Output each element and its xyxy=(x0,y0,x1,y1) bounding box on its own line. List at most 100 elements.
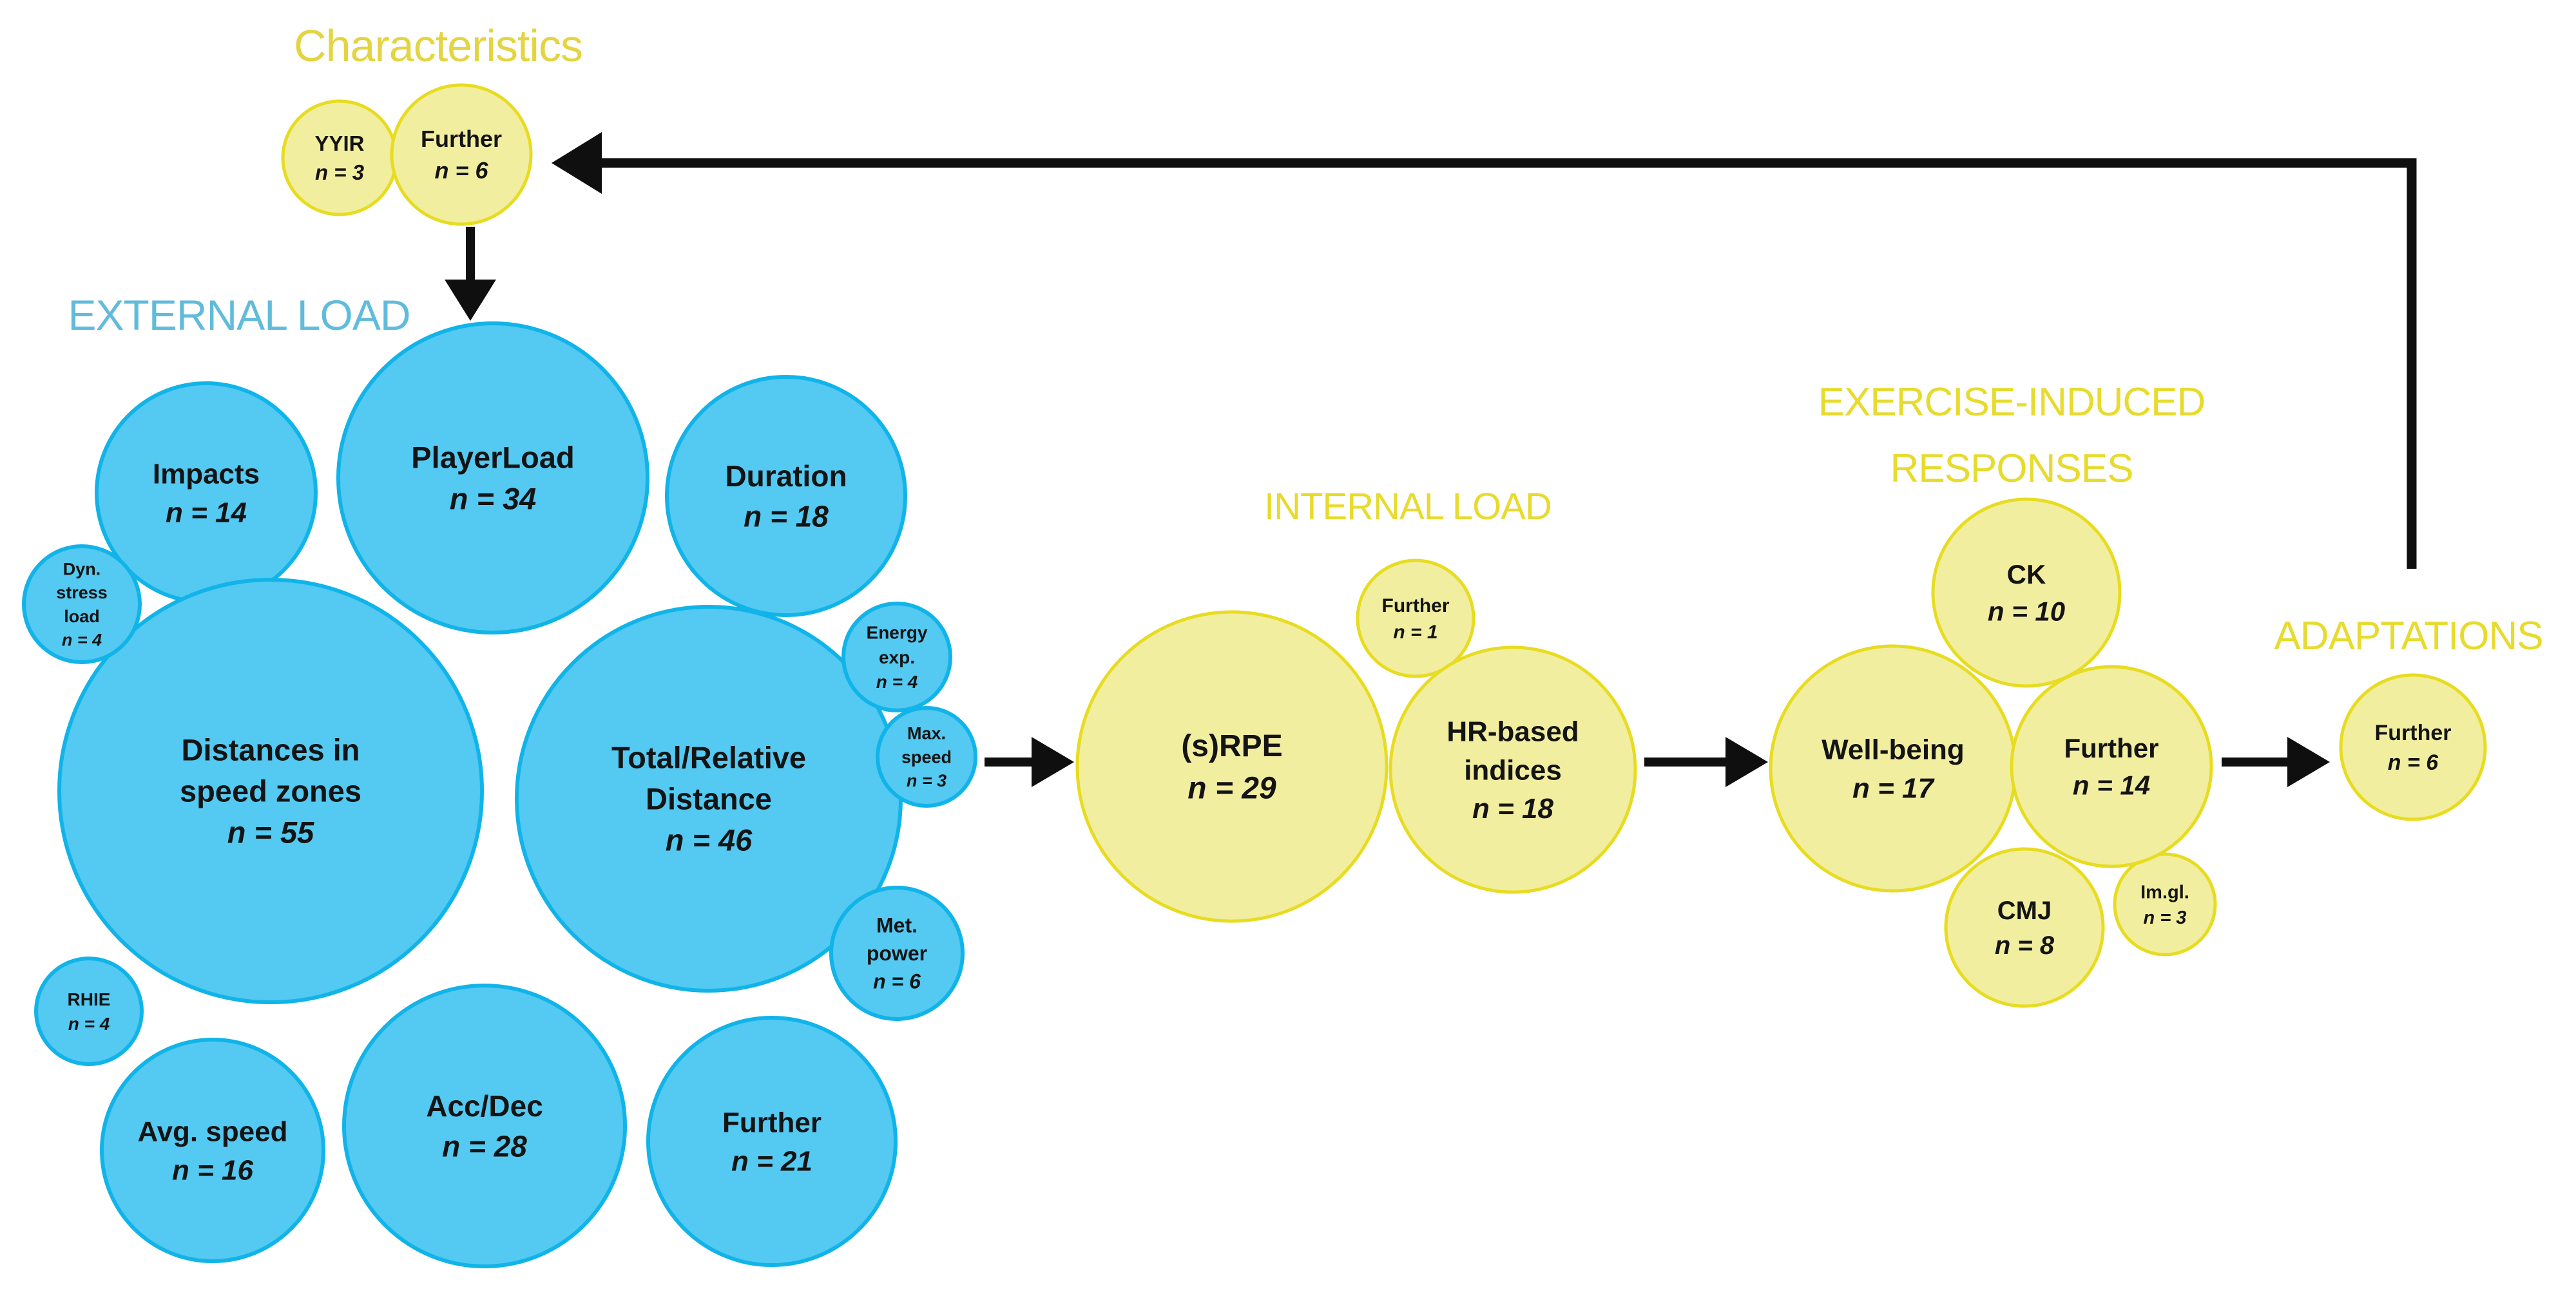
bubble-label-dyn-stress-load-2: load xyxy=(64,607,100,626)
bubble-circle-playerload xyxy=(336,321,649,634)
bubble-further-internal: Further n = 1 xyxy=(1356,558,1475,678)
bubble-label-further-adaptations-0: Further xyxy=(2375,721,2452,745)
bubble-label-max-speed-0: Max. xyxy=(907,724,946,743)
section-title-exercise-induced-responses-1: EXERCISE-INDUCED xyxy=(1818,380,2206,424)
bubble-label-total-relative-distance-1: Distance xyxy=(646,781,772,815)
bubble-playerload: PlayerLoad n = 34 xyxy=(336,321,649,634)
bubble-label-s-rpe-0: (s)RPE xyxy=(1181,729,1282,763)
bubble-duration: Duration n = 18 xyxy=(665,375,907,617)
bubble-label-total-relative-distance-0: Total/Relative xyxy=(611,741,806,775)
bubble-further-external: Further n = 21 xyxy=(646,1016,898,1267)
section-title-characteristics: Characteristics xyxy=(294,21,582,71)
bubble-n-further-external: n = 21 xyxy=(731,1145,812,1177)
arrow-shaft-adaptations-to-characteristics-feedback xyxy=(595,158,2417,569)
bubble-hr-based-indices: HR-based indices n = 18 xyxy=(1389,645,1637,894)
bubble-circle-dyn-stress-load xyxy=(22,544,142,664)
bubble-label-acc-dec-0: Acc/Dec xyxy=(426,1089,543,1123)
bubble-ck: CK n = 10 xyxy=(1931,497,2122,688)
section-title-exercise-induced-responses-2: RESPONSES xyxy=(1890,446,2133,491)
bubble-n-rhie: n = 4 xyxy=(68,1014,110,1034)
bubble-circle-im-gl xyxy=(2113,852,2217,957)
arrow-head-external-to-internal xyxy=(1032,737,1074,787)
bubble-label-hr-based-indices-0: HR-based xyxy=(1447,716,1579,748)
bubble-n-s-rpe: n = 29 xyxy=(1187,771,1276,805)
bubble-circle-s-rpe xyxy=(1075,610,1389,923)
bubble-n-ck: n = 10 xyxy=(1988,596,2065,626)
bubble-n-distances-in-speed-zones: n = 55 xyxy=(227,815,314,849)
bubble-circle-further-characteristics xyxy=(390,83,533,226)
bubble-n-acc-dec: n = 28 xyxy=(442,1129,527,1163)
bubble-n-impacts: n = 14 xyxy=(166,497,247,528)
bubble-further-adaptations: Further n = 6 xyxy=(2339,673,2487,821)
bubble-label-hr-based-indices-1: indices xyxy=(1464,754,1562,786)
bubble-n-yyir: n = 3 xyxy=(315,160,364,184)
bubble-further-characteristics: Further n = 6 xyxy=(390,83,533,226)
bubble-circle-energy-exp xyxy=(841,602,952,712)
bubble-circle-acc-dec xyxy=(342,984,627,1268)
arrow-responses-to-adaptations xyxy=(2222,737,2330,787)
bubble-circle-ck xyxy=(1931,497,2122,688)
bubble-label-further-internal-0: Further xyxy=(1382,595,1450,616)
bubble-n-avg-speed: n = 16 xyxy=(172,1154,253,1186)
bubble-circle-further-external xyxy=(646,1016,898,1267)
bubble-n-playerload: n = 34 xyxy=(450,481,537,515)
bubble-label-rhie-0: RHIE xyxy=(68,989,111,1009)
bubble-label-distances-in-speed-zones-1: speed zones xyxy=(180,774,361,808)
bubble-label-further-external-0: Further xyxy=(722,1107,822,1138)
bubble-impacts: Impacts n = 14 xyxy=(95,381,318,604)
bubble-label-energy-exp-1: exp. xyxy=(879,647,915,667)
bubble-circle-duration xyxy=(665,375,907,617)
bubble-circle-distances-in-speed-zones xyxy=(57,578,484,1004)
arrow-internal-to-responses xyxy=(1644,737,1768,787)
bubble-label-met-power-1: power xyxy=(867,942,927,965)
bubble-n-total-relative-distance: n = 46 xyxy=(666,823,753,857)
bubble-label-well-being-0: Well-being xyxy=(1821,734,1965,765)
bubble-label-further-characteristics-0: Further xyxy=(421,126,502,152)
section-title-external-load: EXTERNAL LOAD xyxy=(68,291,410,339)
bubble-n-duration: n = 18 xyxy=(744,499,829,533)
section-title-adaptations: ADAPTATIONS xyxy=(2274,614,2542,658)
bubble-label-im-gl-0: Im.gl. xyxy=(2140,882,2189,902)
bubble-yyir: YYIR n = 3 xyxy=(281,99,398,216)
bubble-label-dyn-stress-load-1: stress xyxy=(56,583,108,602)
bubble-circle-yyir xyxy=(281,99,398,216)
bubble-n-energy-exp: n = 4 xyxy=(876,672,918,692)
bubble-acc-dec: Acc/Dec n = 28 xyxy=(342,984,627,1268)
bubble-circle-further-responses xyxy=(2010,665,2213,868)
bubble-circle-further-internal xyxy=(1356,558,1475,678)
bubble-circle-avg-speed xyxy=(100,1038,325,1263)
bubble-label-further-responses-0: Further xyxy=(2064,733,2159,763)
bubble-n-hr-based-indices: n = 18 xyxy=(1472,793,1553,824)
bubble-label-playerload-0: PlayerLoad xyxy=(411,440,574,474)
bubble-n-further-characteristics: n = 6 xyxy=(434,157,488,184)
bubble-im-gl: Im.gl. n = 3 xyxy=(2113,852,2217,957)
arrow-head-characteristics-to-external-load xyxy=(445,280,496,321)
arrow-external-to-internal xyxy=(985,737,1074,787)
bubble-label-met-power-0: Met. xyxy=(876,914,918,937)
bubble-rhie: RHIE n = 4 xyxy=(34,957,144,1066)
bubble-label-yyir-0: YYIR xyxy=(314,131,364,155)
bubble-n-further-internal: n = 1 xyxy=(1393,622,1437,643)
bubble-avg-speed: Avg. speed n = 16 xyxy=(100,1038,325,1263)
bubble-n-cmj: n = 8 xyxy=(1995,931,2055,960)
bubble-circle-cmj xyxy=(1944,847,2105,1008)
bubble-label-avg-speed-0: Avg. speed xyxy=(137,1116,287,1147)
bubble-n-further-adaptations: n = 6 xyxy=(2388,750,2439,775)
bubble-n-im-gl: n = 3 xyxy=(2144,908,2187,928)
bubble-label-distances-in-speed-zones-0: Distances in xyxy=(182,733,360,767)
bubble-circle-met-power xyxy=(829,886,965,1021)
bubble-label-ck-0: CK xyxy=(2007,559,2046,589)
bubble-distances-in-speed-zones: Distances in speed zones n = 55 xyxy=(57,578,484,1004)
bubble-label-duration-0: Duration xyxy=(725,459,847,493)
bubble-circle-max-speed xyxy=(876,706,977,808)
bubble-label-impacts-0: Impacts xyxy=(153,458,260,490)
arrow-adaptations-to-characteristics-feedback xyxy=(552,132,2417,569)
bubble-n-well-being: n = 17 xyxy=(1852,772,1935,804)
